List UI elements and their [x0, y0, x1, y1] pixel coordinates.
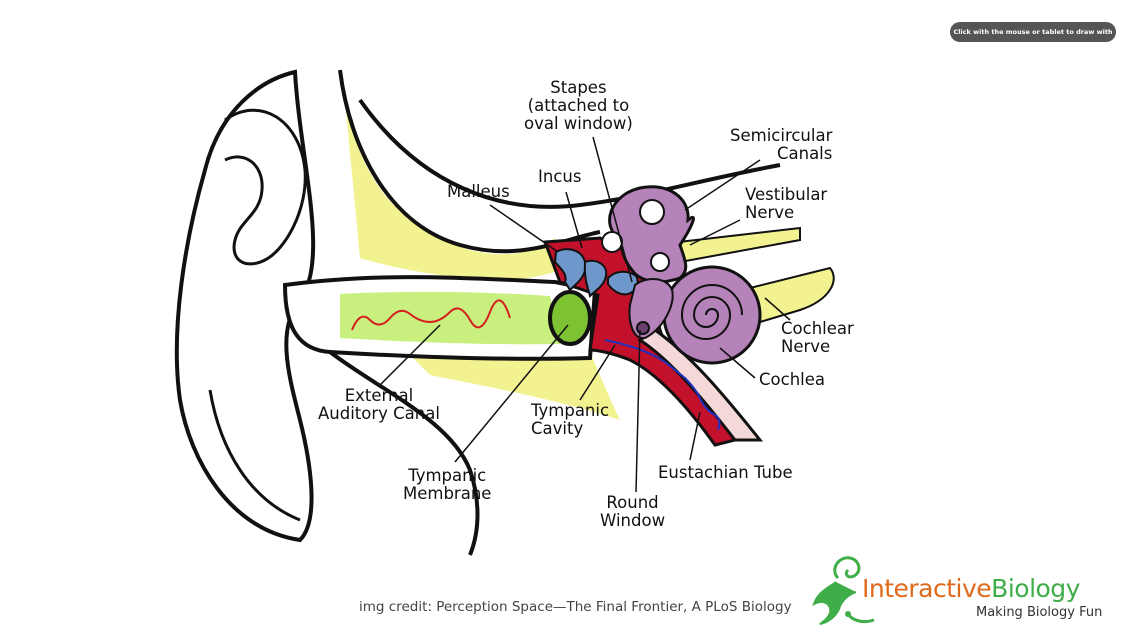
- gecko-logo-icon: [812, 556, 875, 625]
- label-incus: Incus: [538, 167, 582, 186]
- semicircular-canals-shape: [608, 185, 695, 284]
- semicircular-loop-1: [639, 199, 665, 225]
- pen-hint-tooltip[interactable]: Click with the mouse or tablet to draw w…: [950, 22, 1116, 56]
- label-eustachian-tube: Eustachian Tube: [658, 463, 793, 482]
- logo-word-biology: Biology: [991, 574, 1080, 603]
- eustachian-squiggle: [604, 339, 721, 431]
- temporal-bone-lower: [410, 352, 620, 420]
- leader-semicircular: [684, 159, 761, 211]
- label-cochlea: Cochlea: [759, 370, 825, 389]
- cochlear-nerve-shape: [740, 266, 835, 324]
- malleus-shape: [553, 248, 587, 292]
- semicircular-loop-3: [650, 252, 670, 272]
- pinna-lobe: [208, 389, 301, 522]
- incus-shape: [583, 259, 608, 298]
- skull-outline-lower: [328, 350, 480, 556]
- skull-outline-top: [358, 98, 781, 209]
- canal-squiggle: [351, 299, 511, 331]
- leader-malleus: [489, 204, 559, 253]
- leader-eustachian: [689, 411, 701, 461]
- pinna-inner-fold: [224, 108, 307, 266]
- leader-cochlear-nerve: [764, 297, 791, 321]
- cochlea-shape: [662, 265, 762, 365]
- leader-tympanic-cavity: [579, 344, 616, 401]
- leader-tympanic-membrane: [454, 324, 569, 463]
- leader-round-window: [635, 329, 641, 493]
- leader-stapes: [592, 136, 633, 283]
- image-credit: img credit: Perception Space—The Final F…: [359, 599, 792, 615]
- temporal-bone-upper: [345, 100, 560, 280]
- leader-vestibular: [689, 219, 741, 246]
- canal-lumen: [340, 291, 560, 345]
- leader-cochlea: [719, 347, 756, 379]
- leader-incus: [565, 191, 583, 249]
- label-malleus: Malleus: [447, 182, 510, 201]
- logo-tagline: Making Biology Fun: [976, 605, 1103, 620]
- vestibular-nerve-shape: [668, 226, 801, 264]
- leader-lines: [379, 136, 791, 493]
- interactive-biology-logo: InteractiveBiology Making Biology Fun: [808, 548, 1118, 628]
- leader-external: [379, 324, 441, 386]
- logo-word-interactive: Interactive: [862, 574, 992, 603]
- logo-wordmark: InteractiveBiology: [862, 574, 1080, 603]
- eardrum-shape: [548, 290, 592, 346]
- cochlea-spiral: [680, 284, 743, 340]
- round-window-shape: [636, 321, 650, 335]
